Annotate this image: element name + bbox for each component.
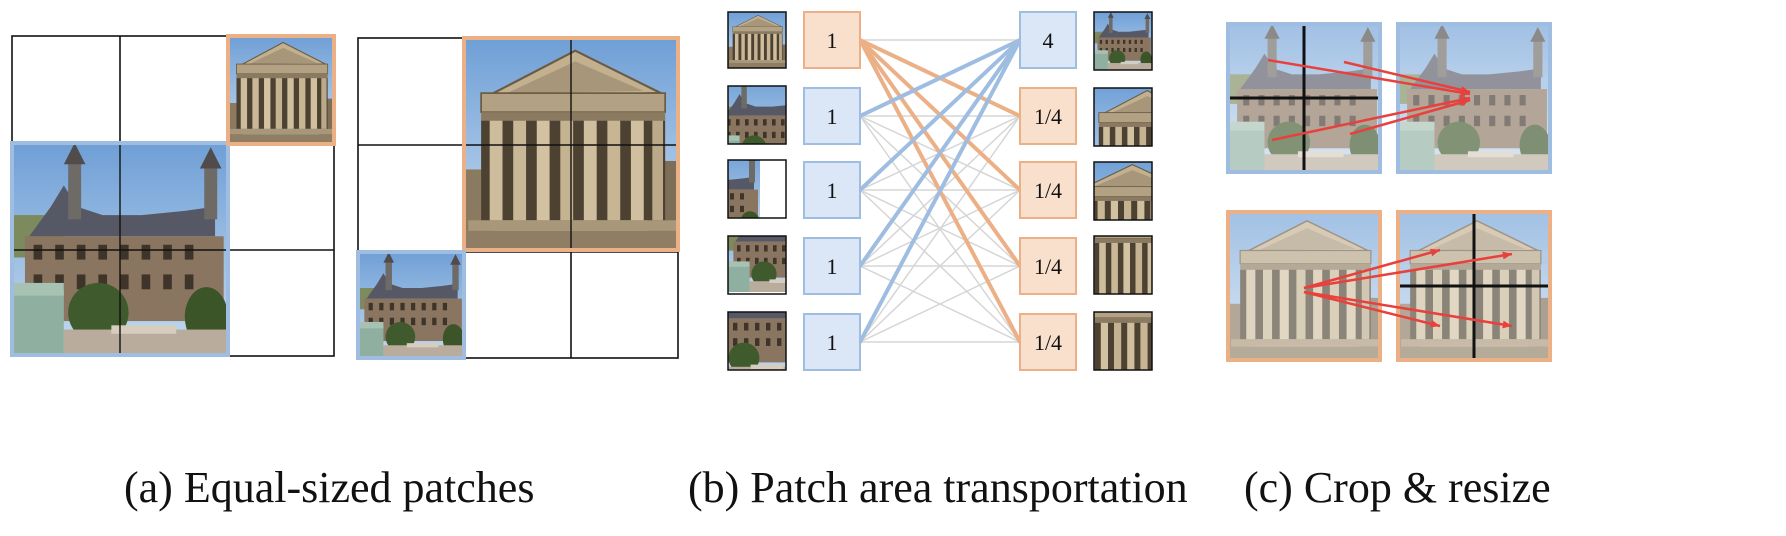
right-node-3 (1019, 237, 1077, 295)
right-node-0 (1019, 11, 1077, 69)
link-gray-4-3 (859, 265, 1021, 343)
crop-temple-source-border (1226, 210, 1382, 362)
right-node-4 (1019, 313, 1077, 371)
panel-a (10, 34, 680, 360)
right-node-2-label: 1/4 (1034, 178, 1062, 203)
left-node-4-label: 1 (827, 330, 838, 355)
left-node-0 (803, 11, 861, 69)
arrow-top-3 (1349, 98, 1471, 136)
temple-patch-gridlines (464, 38, 678, 250)
right-thumbnails (1093, 11, 1153, 371)
right-thumb-0 (1094, 12, 1152, 70)
link-blue-3-0 (858, 38, 1022, 268)
link-blue-4-0 (858, 38, 1022, 344)
temple-large-border (462, 36, 680, 252)
arrow-bottom-0 (1303, 248, 1441, 290)
link-gray-4-2 (859, 189, 1021, 343)
crop-cathedral-source-border (1226, 22, 1382, 174)
arrow-bottom-2 (1303, 290, 1441, 328)
crop-cathedral-target (1398, 24, 1550, 172)
left-node-1-label: 1 (827, 104, 838, 129)
crop-temple-source (1228, 212, 1380, 360)
crop-temple-target-grid (1398, 212, 1550, 360)
right-node-4-label: 1/4 (1034, 330, 1062, 355)
left-node-3 (803, 237, 861, 295)
caption-c: (c) Crop & resize (1244, 463, 1551, 512)
link-blue-2-0 (858, 38, 1022, 192)
crop-arrows (1267, 58, 1513, 329)
left-thumb-0 (728, 12, 786, 68)
left-thumb-1 (728, 86, 786, 144)
temple-patch-small (228, 36, 334, 144)
panel-b: 1 1 1 1 1 4 1/4 1/4 1/4 1/4 (727, 11, 1153, 371)
arrow-bottom-3 (1303, 290, 1513, 329)
crop-temple-target-border (1396, 210, 1552, 362)
cathedral-patch-gridlines (12, 143, 228, 355)
temple-patch-border (226, 34, 336, 146)
left-thumbnails (727, 11, 787, 371)
right-nodes: 4 1/4 1/4 1/4 1/4 (1019, 11, 1077, 371)
right-node-0-label: 4 (1043, 28, 1054, 53)
left-node-4 (803, 313, 861, 371)
cathedral-small-border (356, 250, 466, 360)
left-node-3-label: 1 (827, 254, 838, 279)
caption-a: (a) Equal-sized patches (124, 463, 535, 512)
arrow-top-1 (1343, 60, 1471, 94)
panel-c (1226, 22, 1552, 362)
left-node-0-label: 1 (827, 28, 838, 53)
link-gray-4-1 (859, 115, 1021, 343)
left-node-2 (803, 161, 861, 219)
left-node-1 (803, 87, 861, 145)
right-node-1 (1019, 87, 1077, 145)
transport-links (858, 38, 1022, 344)
crop-cathedral-source-grid (1228, 24, 1380, 172)
left-nodes: 1 1 1 1 1 (803, 11, 861, 371)
cathedral-patch-border (10, 141, 230, 357)
caption-b: (b) Patch area transportation (688, 463, 1188, 512)
right-node-2 (1019, 161, 1077, 219)
right-node-3-label: 1/4 (1034, 254, 1062, 279)
left-node-2-label: 1 (827, 178, 838, 203)
link-blue-1-0 (858, 38, 1022, 118)
crop-cathedral-target-border (1396, 22, 1552, 174)
arrow-bottom-1 (1303, 251, 1513, 290)
cathedral-patch-small (358, 252, 464, 358)
right-node-1-label: 1/4 (1034, 104, 1062, 129)
